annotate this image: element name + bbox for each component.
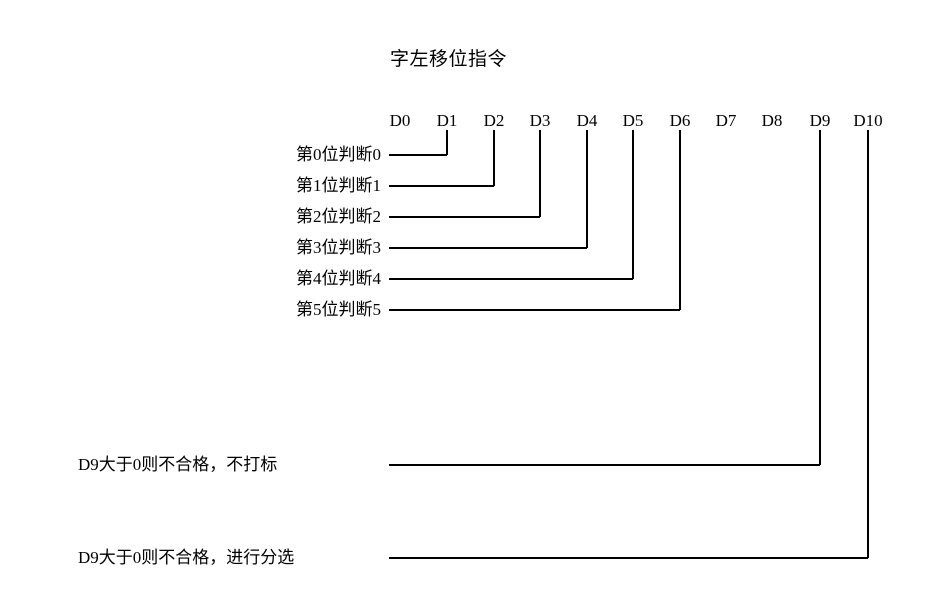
word-label-d0: D0: [389, 111, 411, 130]
word-label-d7: D7: [715, 111, 737, 130]
word-label-d6: D6: [669, 111, 691, 130]
word-label-d1: D1: [436, 111, 458, 130]
word-label-d9: D9: [809, 111, 831, 130]
bit-row-label-3: 第3位判断3: [296, 238, 381, 257]
word-label-d2: D2: [483, 111, 505, 130]
bit-row-label-4: 第4位判断4: [296, 269, 381, 288]
bottom-row-label-0: D9大于0则不合格，不打标: [78, 455, 278, 474]
word-label-d4: D4: [576, 111, 598, 130]
bit-row-label-1: 第1位判断1: [296, 176, 381, 195]
bit-row-label-0: 第0位判断0: [296, 145, 381, 164]
word-label-d10: D10: [853, 111, 883, 130]
diagram-title: 字左移位指令: [390, 49, 508, 70]
bottom-row-label-1: D9大于0则不合格，进行分选: [78, 548, 295, 567]
bit-row-label-5: 第5位判断5: [296, 300, 381, 319]
word-label-d8: D8: [761, 111, 783, 130]
bit-row-label-2: 第2位判断2: [296, 207, 381, 226]
word-label-d3: D3: [529, 111, 551, 130]
word-label-d5: D5: [622, 111, 644, 130]
